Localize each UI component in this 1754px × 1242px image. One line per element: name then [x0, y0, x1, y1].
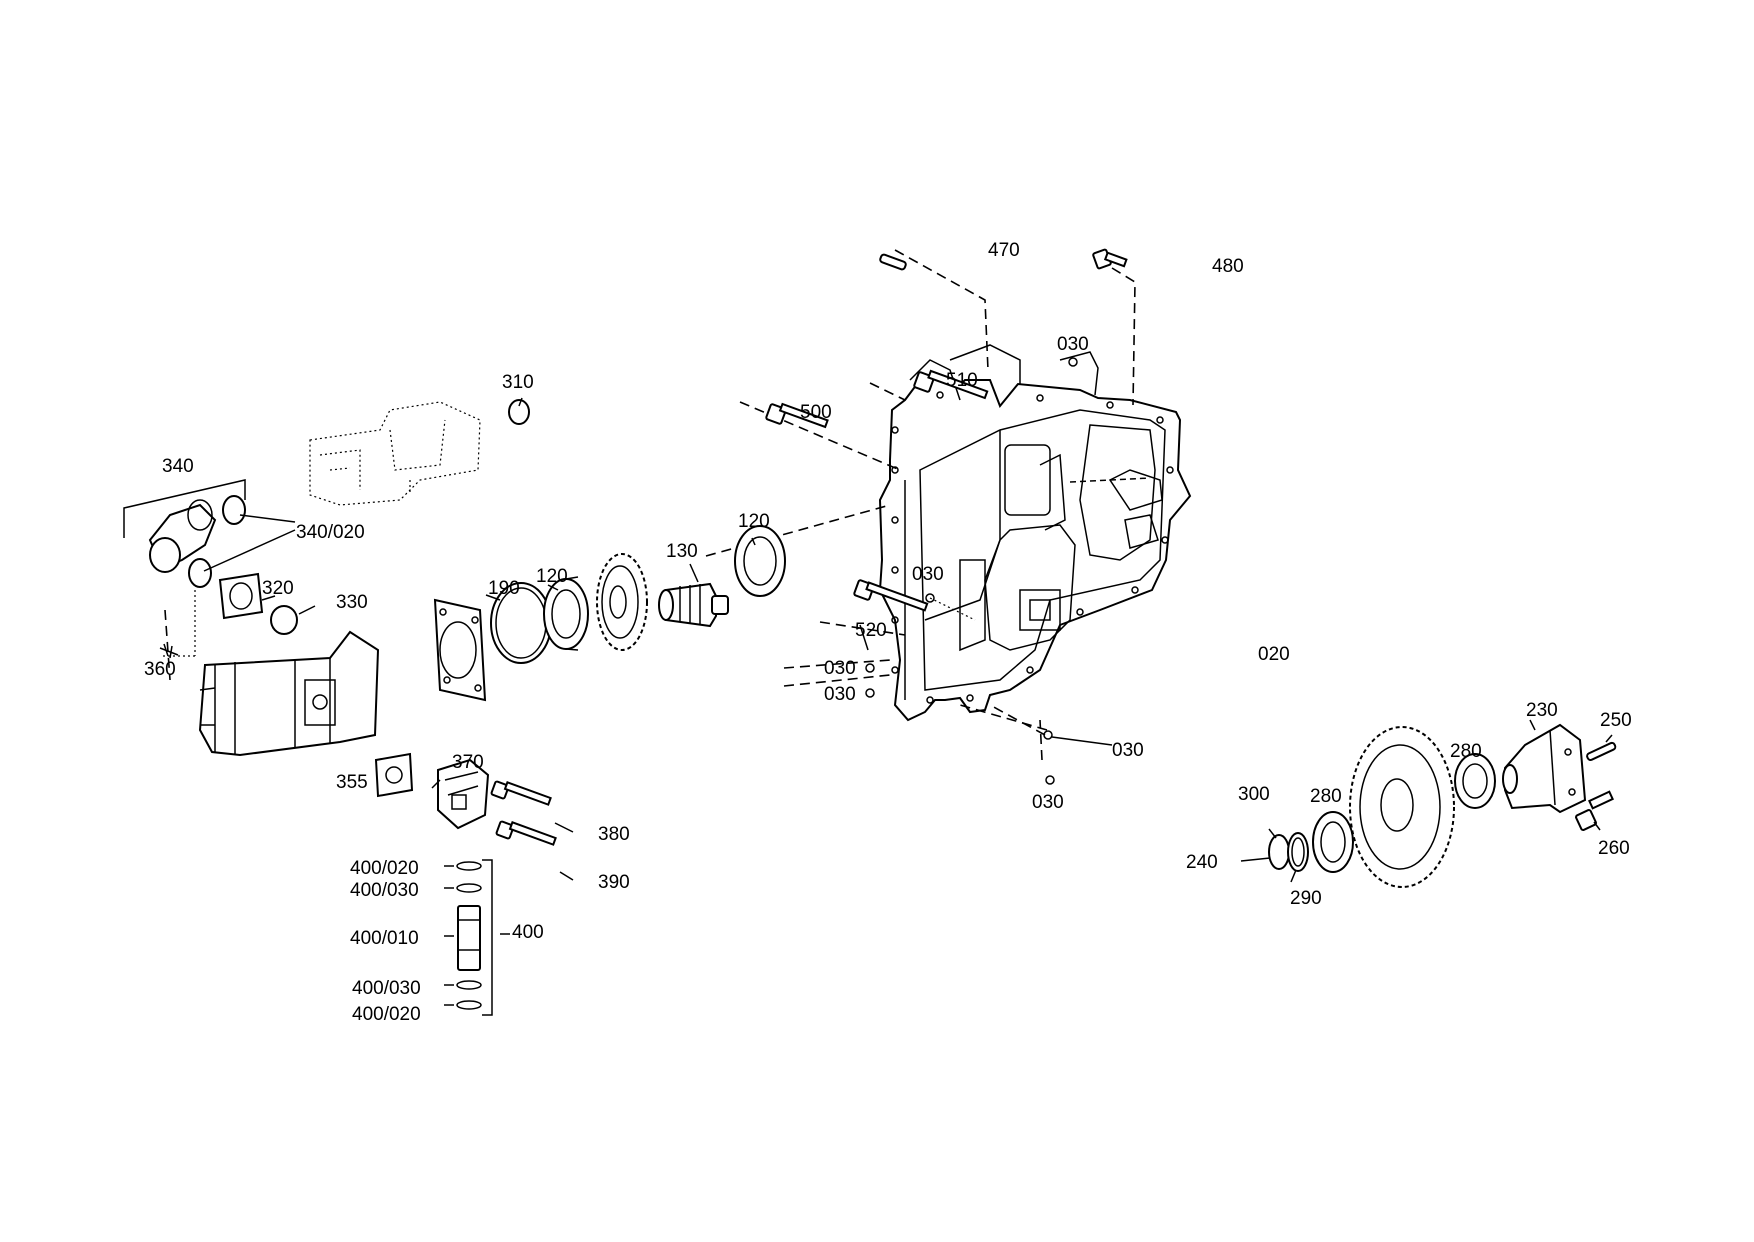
callout-480: 480 [1212, 256, 1244, 277]
callout-470: 470 [988, 240, 1020, 261]
callout-310: 310 [502, 372, 534, 393]
housing-holes [891, 391, 1174, 704]
pump-body [198, 630, 380, 757]
bolt-260 [1575, 790, 1614, 831]
callout-380: 380 [598, 824, 630, 845]
oring-330 [270, 605, 298, 635]
callout-130: 130 [666, 541, 698, 562]
callout-240: 240 [1186, 852, 1218, 873]
callout-520: 520 [855, 620, 887, 641]
flange-320 [218, 572, 264, 620]
callout-120-right: 120 [738, 511, 770, 532]
callout-030-bottom-2: 030 [1032, 792, 1064, 813]
valve-400 [456, 859, 493, 1016]
callout-labels: 470 480 030 510 500 310 340 340/020 120 … [144, 240, 1632, 1025]
oring-340-020-b [188, 558, 212, 588]
large-gear [1349, 726, 1455, 888]
shaft-230 [1502, 723, 1587, 814]
callout-510: 510 [946, 370, 978, 391]
pin-470 [879, 253, 907, 271]
callout-020: 020 [1258, 644, 1290, 665]
bearing-120-left [543, 576, 589, 651]
bracket-340 [123, 479, 246, 538]
housing-020 [878, 344, 1192, 722]
shaft-130 [658, 582, 729, 628]
gasket [433, 598, 487, 702]
callout-400-020-bottom: 400/020 [352, 1004, 421, 1025]
bearing-280-right [1454, 753, 1496, 809]
callout-330: 330 [336, 592, 368, 613]
gear-wheel [596, 553, 648, 651]
callout-500: 500 [800, 402, 832, 423]
callout-400-030-bottom: 400/030 [352, 978, 421, 999]
callout-400-030-top: 400/030 [350, 880, 419, 901]
assembly-lines [160, 249, 1136, 761]
bearing-120-right [734, 525, 786, 597]
oring-030-bottom-2 [1045, 775, 1055, 785]
callout-280-right: 280 [1450, 741, 1482, 762]
callout-400-010: 400/010 [350, 928, 419, 949]
oring-340-020-a [222, 495, 246, 525]
oring-030-left-1 [865, 663, 875, 673]
bolt-390 [495, 820, 557, 846]
callout-260: 260 [1598, 838, 1630, 859]
pin-250 [1586, 741, 1617, 761]
callout-340-020: 340/020 [296, 522, 365, 543]
oring-030-mid [925, 593, 935, 603]
callout-030-mid: 030 [912, 564, 944, 585]
callout-280-left: 280 [1310, 786, 1342, 807]
callout-250: 250 [1600, 710, 1632, 731]
bolt-520 [853, 579, 929, 612]
valve-housing-370 [437, 758, 490, 830]
callout-360: 360 [144, 659, 176, 680]
callout-030-left-2: 030 [824, 684, 856, 705]
callout-230: 230 [1526, 700, 1558, 721]
bolt-380 [490, 780, 552, 806]
leader-lines [203, 397, 1613, 1006]
gasket-355 [374, 752, 414, 798]
oring-030-bottom-1 [1043, 730, 1053, 740]
oring-030-left-2 [865, 688, 875, 698]
elbow-340 [148, 499, 217, 573]
washer-290 [1287, 832, 1309, 872]
oring-030-top [1068, 357, 1078, 367]
ghost-valve-block [309, 401, 481, 506]
callout-320: 320 [262, 578, 294, 599]
ring-300 [1268, 834, 1290, 870]
callout-355: 355 [336, 772, 368, 793]
bearing-280-left [1312, 811, 1354, 873]
callout-370: 370 [452, 752, 484, 773]
callout-300: 300 [1238, 784, 1270, 805]
callout-390: 390 [598, 872, 630, 893]
callout-030-top: 030 [1057, 334, 1089, 355]
bolt-500 [765, 402, 829, 429]
callout-120-left: 120 [536, 566, 568, 587]
callout-400-020-top: 400/020 [350, 858, 419, 879]
clip-310 [508, 399, 530, 425]
bolt-510 [913, 369, 989, 400]
callout-400: 400 [512, 922, 544, 943]
callout-340: 340 [162, 456, 194, 477]
callout-190: 190 [488, 578, 520, 599]
bolt-480 [1092, 248, 1128, 270]
callout-290: 290 [1290, 888, 1322, 909]
callout-030-bottom-1: 030 [1112, 740, 1144, 761]
fitting-360 [159, 643, 179, 659]
callout-030-left-1: 030 [824, 658, 856, 679]
